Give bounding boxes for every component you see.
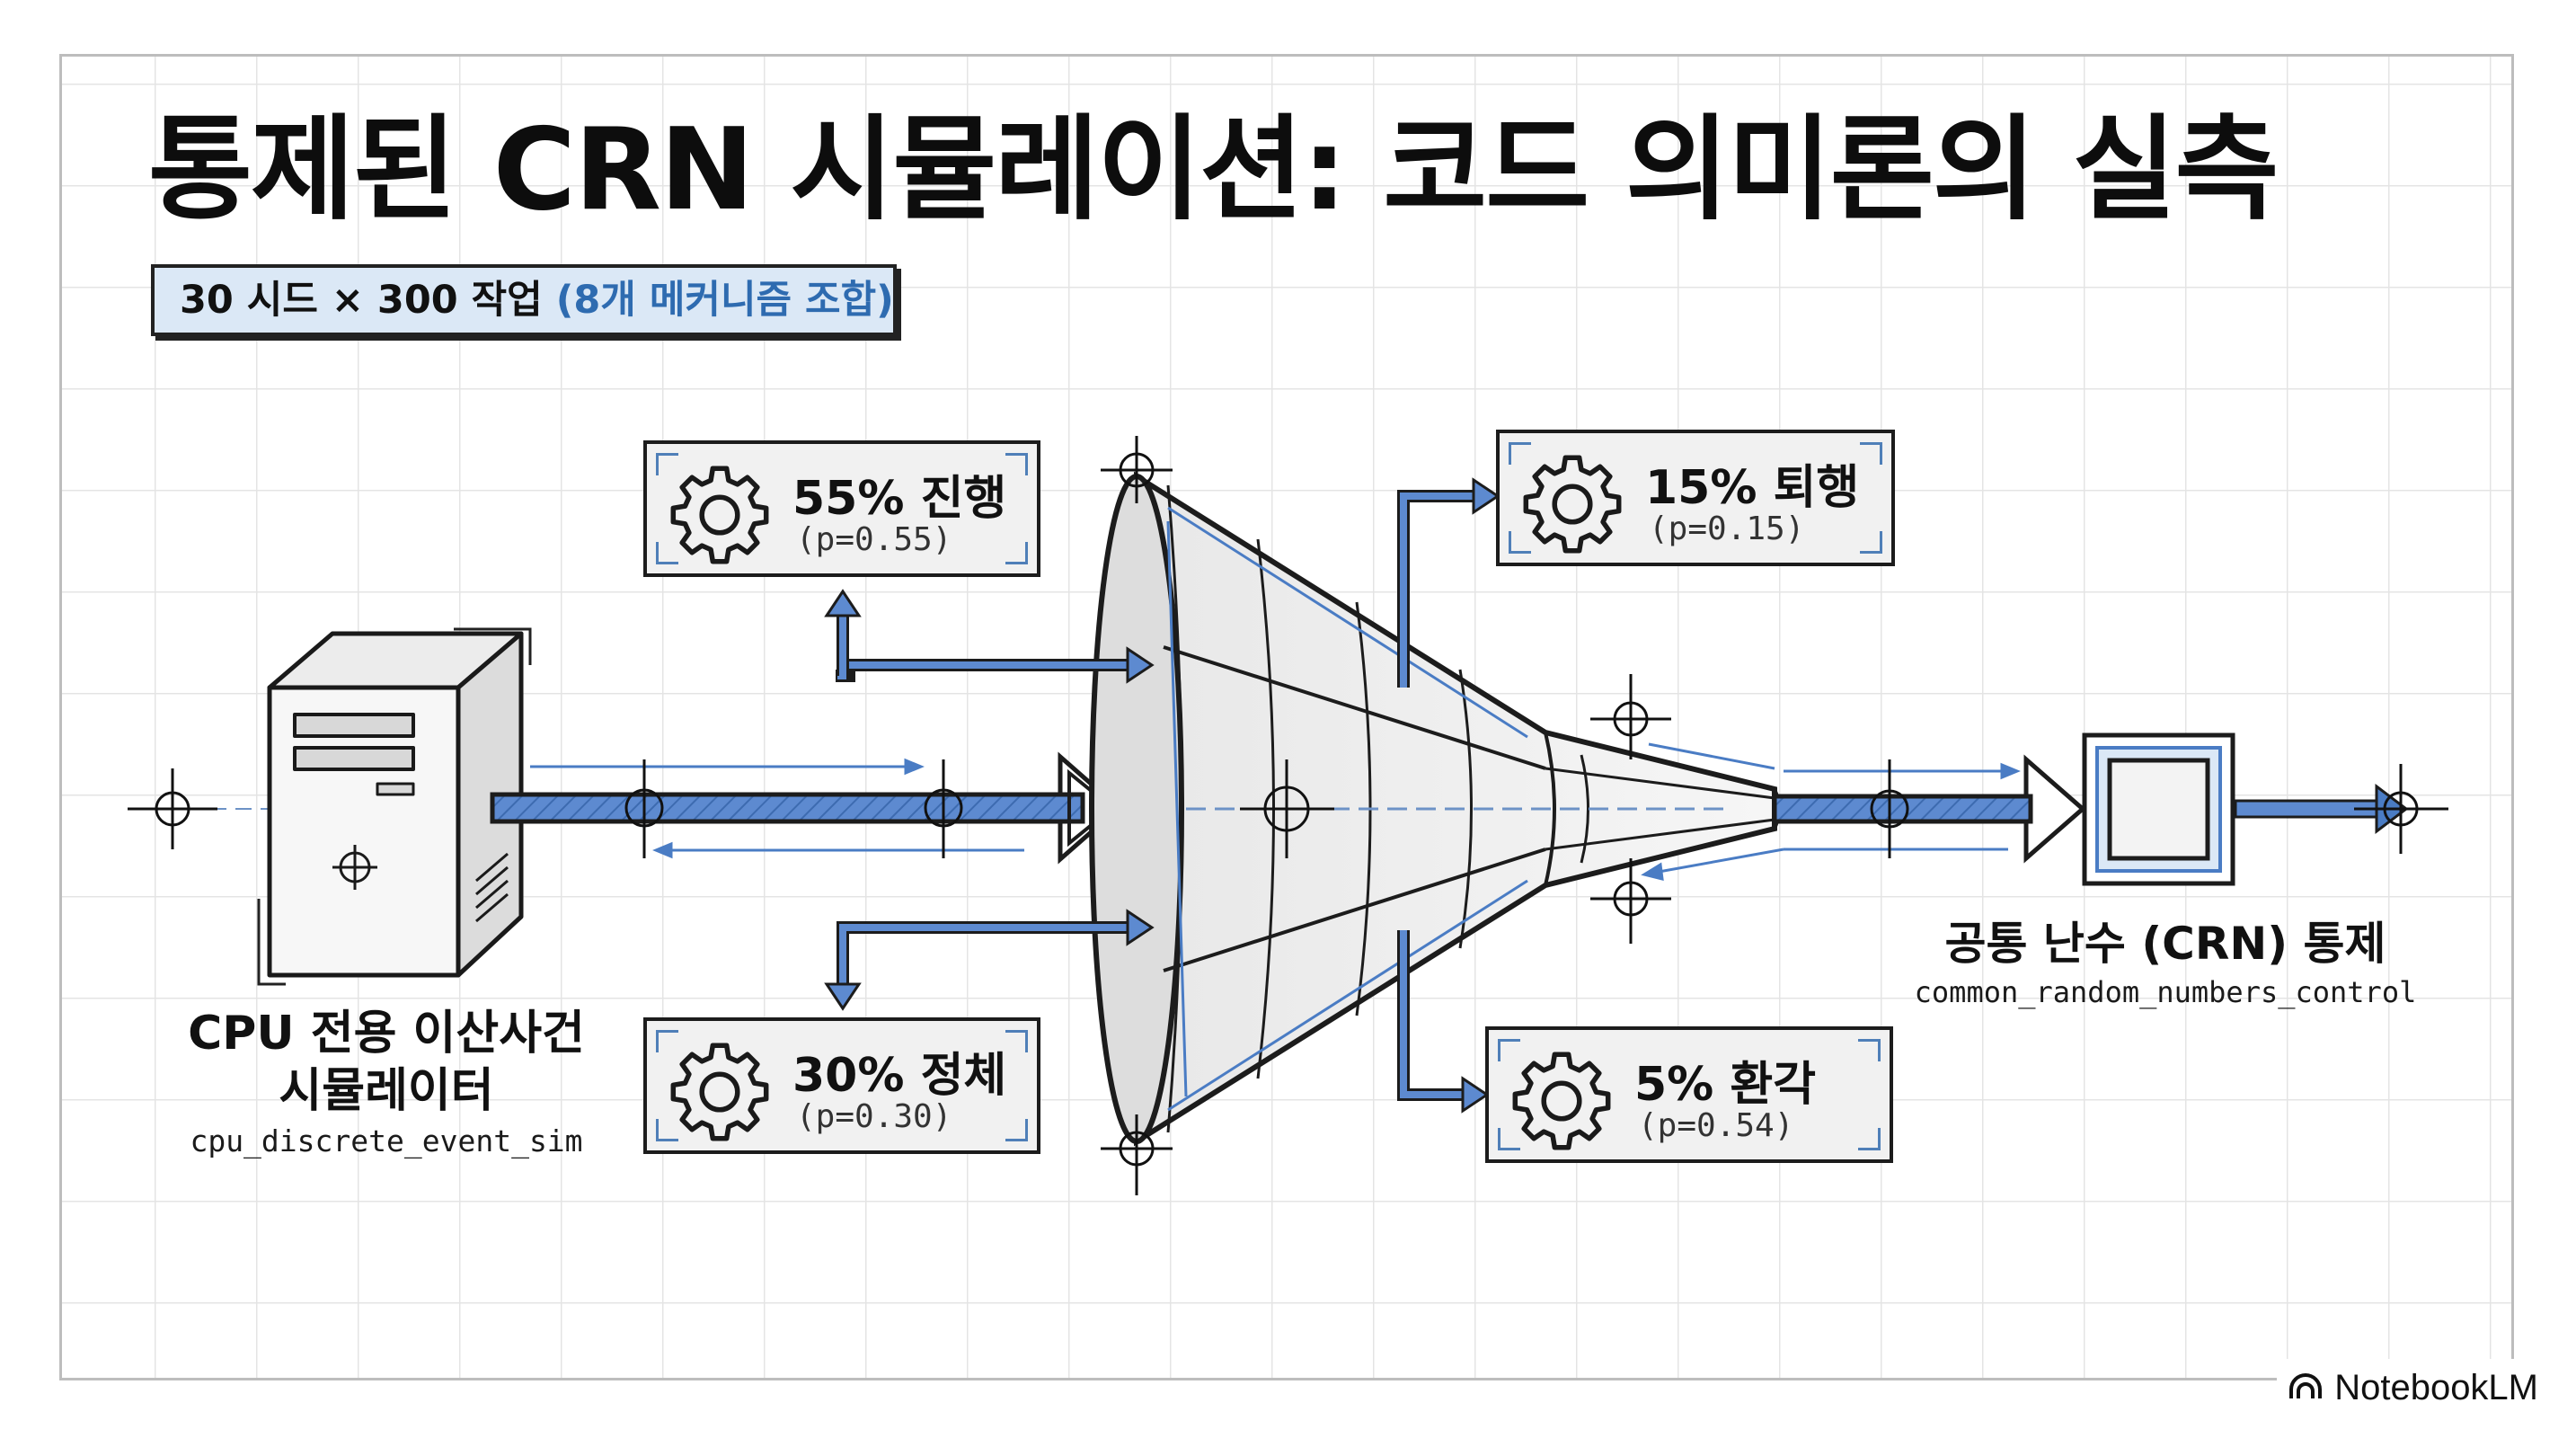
mechanism-label: 5% 환각 [1634,1058,1817,1112]
target-node-label: 공통 난수 (CRN) 통제 [1944,918,2386,970]
server-bracket-marks [257,627,532,986]
mechanism-label: 55% 진행 [792,472,1007,526]
crosshair-left-icon [128,768,217,849]
source-label-line2: 시뮬레이터 [279,1064,494,1118]
crosshairs-in-icon [624,759,963,858]
crosshairs-funnel-edge-icon [1101,436,1671,1195]
crosshair-right-icon [2354,764,2448,854]
main-flow-arrow-in [490,751,1122,865]
subtitle-accent: (8개 메커니즘 조합) [555,278,894,323]
mechanism-label: 30% 정체 [792,1049,1007,1103]
mechanism-box-stall: 30% 정체 (p=0.30) [643,1017,1040,1154]
subtitle-badge: 30 시드 × 300 작업 (8개 메커니즘 조합) [151,264,897,336]
mechanism-box-regress: 15% 퇴행 (p=0.15) [1496,430,1895,566]
crosshair-out-icon [1870,759,1909,858]
notebooklm-logo-icon [2289,1373,2323,1398]
connector-hallucination [1397,930,1490,1114]
mechanism-probability: (p=0.55) [796,521,952,558]
source-node-label: CPU 전용 이산사건 시뮬레이터 [162,1005,611,1120]
main-flow-arrow-out [1772,754,2086,864]
mechanism-box-hallucination: 5% 환각 (p=0.54) [1485,1026,1893,1163]
mechanism-probability: (p=0.30) [796,1098,952,1135]
page-title: 통제된 CRN 시뮬레이션: 코드 의미론의 실측 [148,103,2279,235]
brand-name: NotebookLM [2334,1367,2538,1407]
mechanism-box-progress: 55% 진행 (p=0.55) [643,440,1040,577]
gear-icon [1523,455,1622,554]
connector-stall [824,909,1155,1011]
gear-icon [1512,1052,1611,1150]
connector-progress [824,589,1155,684]
source-label-line1: CPU 전용 이산사건 [188,1007,585,1061]
server-tower-icon [267,631,524,978]
notebooklm-brand: NotebookLM [2277,1359,2549,1416]
mechanism-label: 15% 퇴행 [1645,461,1860,515]
funnel-inner-guides [1166,506,1528,1112]
crosshair-center-icon [1240,759,1334,858]
source-node-code: cpu_discrete_event_sim [190,1123,583,1158]
connector-regress [1397,477,1500,688]
subtitle-main: 30 시드 × 300 작업 [180,278,543,323]
gear-icon [670,1043,769,1141]
gear-icon [670,466,769,564]
target-node-code: common_random_numbers_control [1914,975,2417,1009]
square-filter-icon [2082,732,2235,886]
thin-flow-arrows-out [1641,742,2021,881]
mechanism-probability: (p=0.15) [1649,510,1805,547]
thin-flow-arrows-in [530,758,1024,859]
mechanism-probability: (p=0.54) [1638,1107,1794,1144]
